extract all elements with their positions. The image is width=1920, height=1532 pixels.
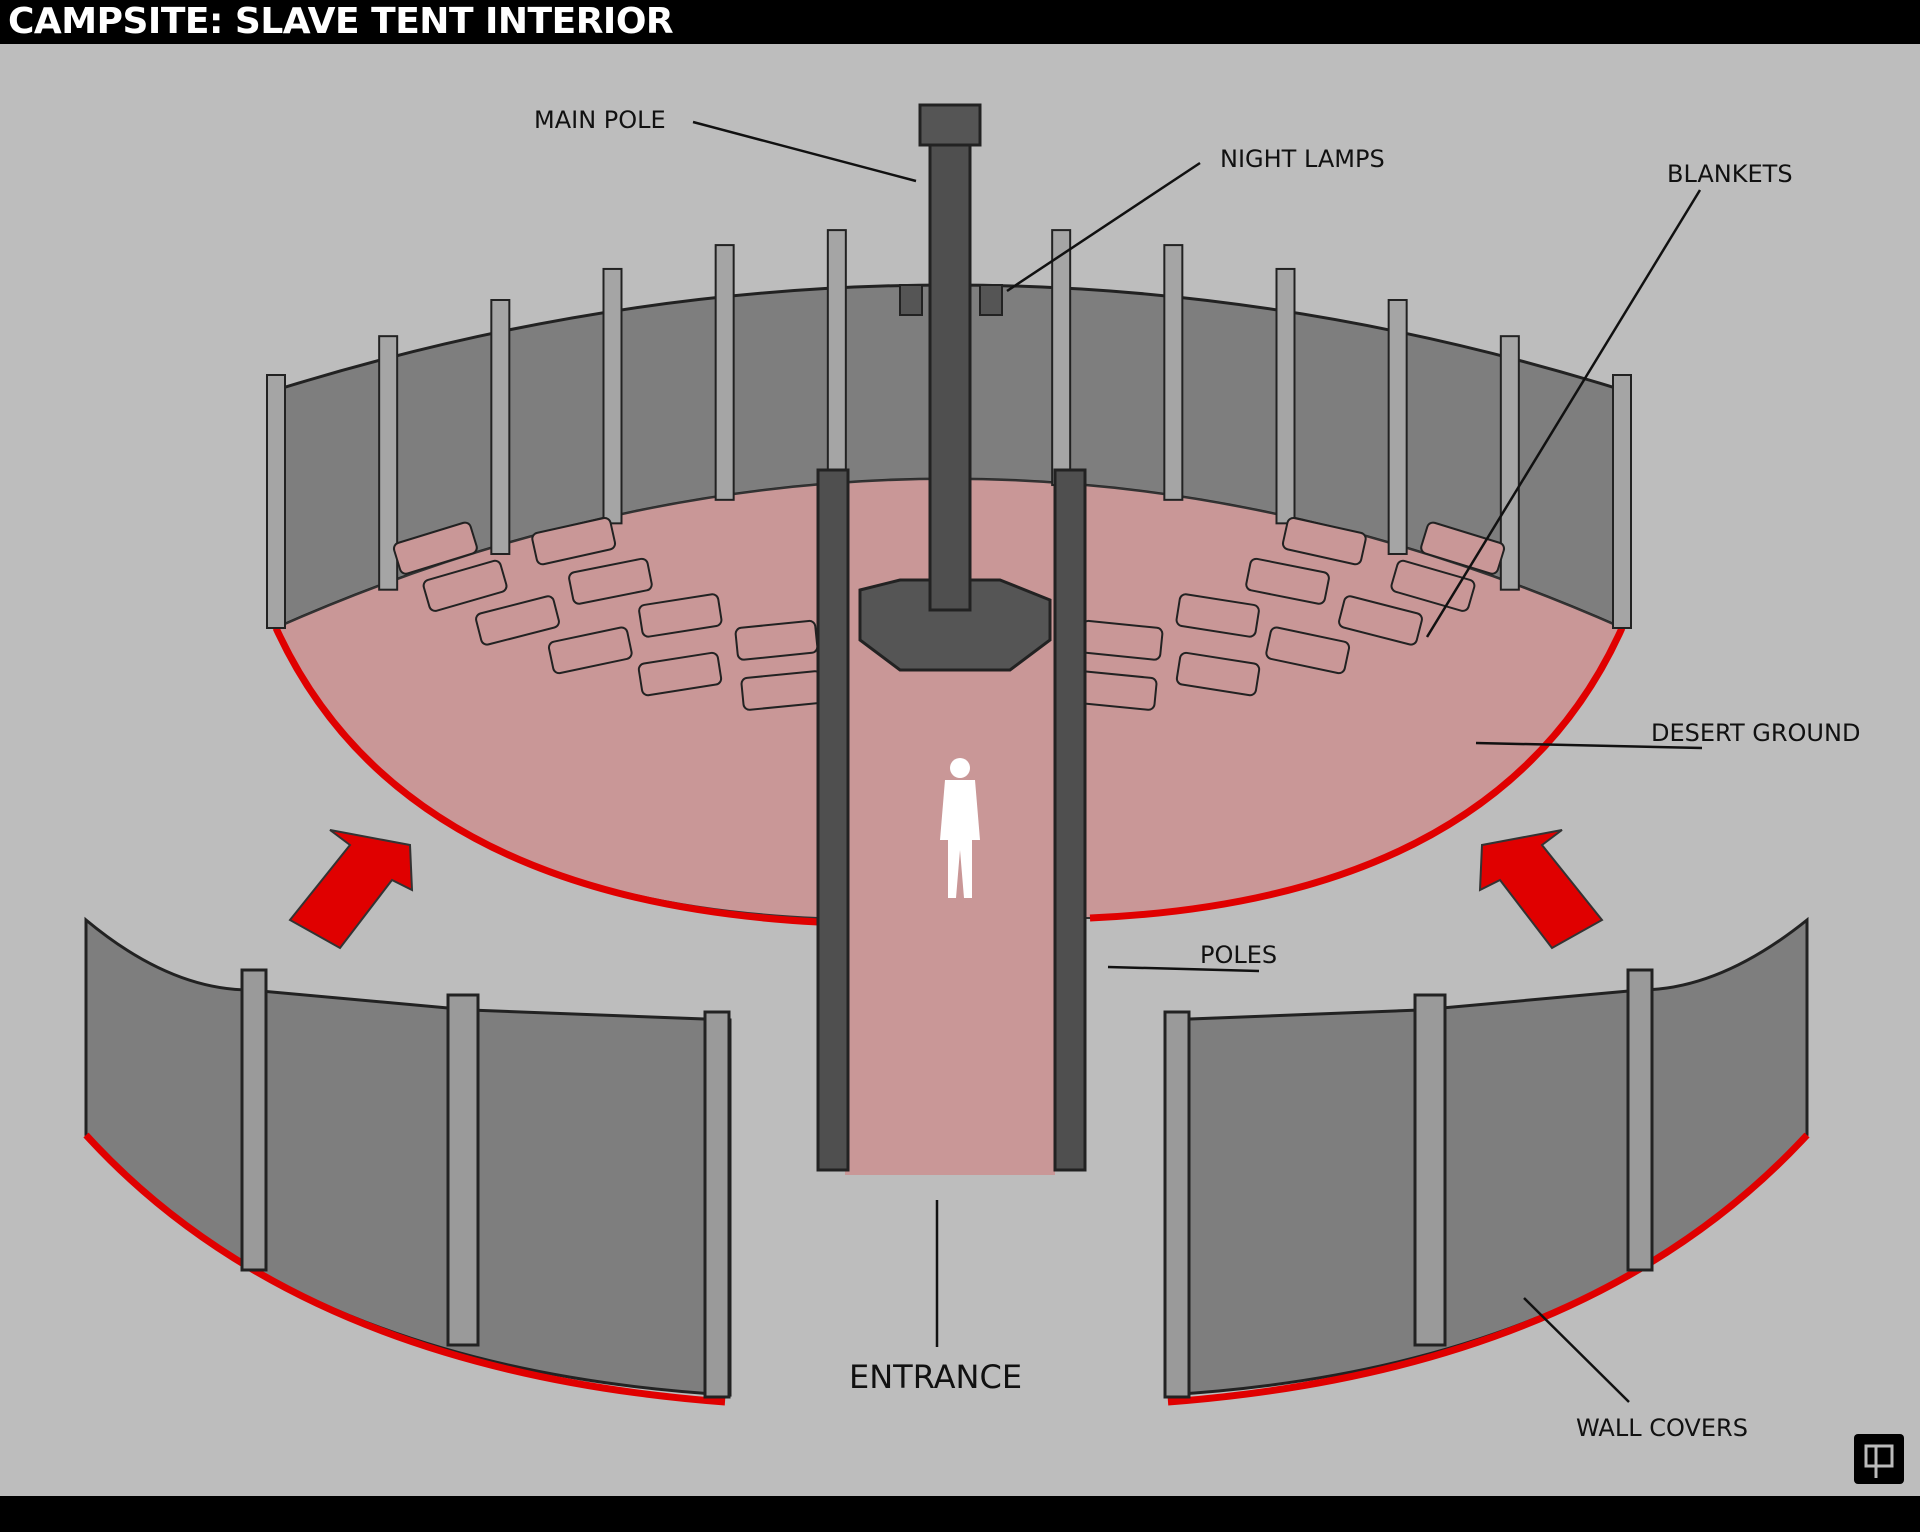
wall-post bbox=[1499, 335, 1520, 591]
blanket bbox=[638, 593, 723, 638]
label-night-lamps: NIGHT LAMPS bbox=[1220, 145, 1385, 173]
blanket bbox=[734, 619, 819, 661]
label-poles: POLES bbox=[1200, 941, 1278, 969]
wall-cover-left-edge bbox=[83, 1132, 726, 1406]
blanket bbox=[475, 595, 560, 646]
arrow-left-icon bbox=[288, 829, 414, 950]
blanket bbox=[1175, 651, 1261, 697]
night-lamp-right bbox=[979, 284, 1003, 316]
label-entrance: ENTRANCE bbox=[849, 1358, 1023, 1396]
blanket bbox=[1265, 626, 1351, 675]
wall-post bbox=[1387, 299, 1408, 555]
blanket bbox=[1281, 516, 1367, 566]
blanket bbox=[1073, 670, 1158, 711]
wall-post bbox=[826, 229, 847, 487]
wall-posts bbox=[266, 224, 1632, 629]
wall-post bbox=[714, 244, 735, 501]
wall-post bbox=[490, 299, 511, 555]
leader-blankets bbox=[1425, 189, 1702, 638]
leader-night-lamps bbox=[1006, 161, 1201, 293]
entrance-pole-left bbox=[816, 468, 850, 1172]
label-wall-covers: WALL COVERS bbox=[1576, 1414, 1748, 1442]
title-bar: CAMPSITE: SLAVE TENT INTERIOR bbox=[0, 0, 1920, 44]
blanket bbox=[422, 559, 508, 612]
main-pole bbox=[928, 128, 972, 612]
blanket bbox=[1245, 557, 1330, 605]
label-blankets: BLANKETS bbox=[1667, 160, 1793, 188]
wall-post bbox=[1275, 267, 1296, 525]
leader-desert-ground bbox=[1475, 741, 1703, 750]
artist-logo bbox=[1854, 1434, 1904, 1484]
label-main-pole: MAIN POLE bbox=[534, 106, 666, 134]
label-desert-ground: DESERT GROUND bbox=[1651, 719, 1861, 747]
cp-logo-icon bbox=[1864, 1444, 1894, 1478]
blanket bbox=[547, 626, 633, 675]
blanket bbox=[1338, 595, 1423, 646]
blanket bbox=[740, 670, 825, 711]
wall-cover-right bbox=[1163, 916, 1809, 1397]
leader-wall-covers bbox=[1523, 1297, 1630, 1403]
wall-post bbox=[266, 374, 286, 629]
wall-cover-posts bbox=[240, 968, 1654, 1399]
leader-main-pole bbox=[692, 120, 917, 183]
blanket bbox=[568, 557, 653, 605]
wall-cover-left bbox=[84, 916, 732, 1397]
wall-post bbox=[1051, 229, 1072, 487]
wall-cover-right-edge bbox=[1167, 1132, 1810, 1406]
blanket bbox=[531, 516, 617, 566]
page-title: CAMPSITE: SLAVE TENT INTERIOR bbox=[8, 1, 674, 42]
bottom-bar bbox=[0, 1496, 1920, 1532]
blanket bbox=[637, 651, 723, 697]
blanket bbox=[1079, 619, 1164, 661]
blankets-group bbox=[392, 516, 1506, 711]
wall-post bbox=[1163, 244, 1184, 501]
leader-lines bbox=[692, 120, 1703, 1403]
wall-post bbox=[378, 335, 399, 591]
blanket bbox=[1420, 521, 1506, 575]
person-silhouette bbox=[940, 758, 980, 898]
arrow-right-icon bbox=[1478, 829, 1604, 950]
wall-post bbox=[602, 267, 623, 525]
night-lamp-left bbox=[899, 284, 923, 316]
blanket bbox=[1390, 559, 1476, 612]
floor-edge-red bbox=[272, 626, 1626, 926]
blanket bbox=[1175, 593, 1260, 638]
wall-post bbox=[1612, 374, 1632, 629]
entrance-pole-right bbox=[1053, 468, 1087, 1172]
blanket bbox=[392, 521, 478, 575]
main-pole-top bbox=[918, 103, 982, 147]
leader-poles bbox=[1107, 965, 1260, 973]
